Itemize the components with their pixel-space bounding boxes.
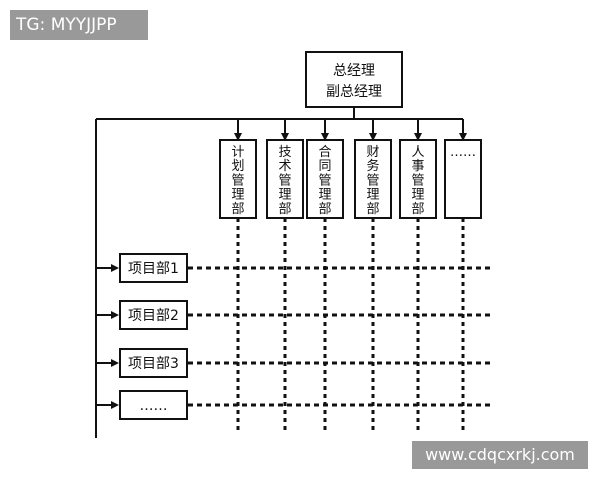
watermark-bottom: www.cdqcxrkj.com xyxy=(412,441,588,469)
project-box xyxy=(119,348,188,378)
top-box-frame xyxy=(305,51,403,108)
department-label-char: 部 xyxy=(366,202,379,217)
department-label-char: 技 xyxy=(278,145,291,160)
project-box xyxy=(119,253,188,283)
department-label-char: 术 xyxy=(278,159,291,174)
project-box xyxy=(119,300,188,330)
department-label: …… xyxy=(450,145,476,160)
department-label-char: 部 xyxy=(411,202,424,217)
department-label-char: 管 xyxy=(231,173,244,188)
department-box xyxy=(444,139,482,219)
department-label-char: 事 xyxy=(411,159,424,174)
department-label-char: 财 xyxy=(366,145,379,160)
top-box-line2: 副总经理 xyxy=(326,84,382,100)
department-label-char: 管 xyxy=(366,173,379,188)
connector-lines xyxy=(95,107,492,438)
department-label-char: 部 xyxy=(278,202,291,217)
department-box xyxy=(306,139,344,219)
department-label-char: 务 xyxy=(366,158,379,174)
department-box xyxy=(354,139,392,219)
department-box xyxy=(219,139,257,219)
project-label: 项目部1 xyxy=(128,261,179,277)
department-label-char: 理 xyxy=(318,188,331,203)
department-boxes: 计划管理部技术管理部合同管理部财务管理部人事管理部…… xyxy=(219,139,482,219)
watermark-top: TG: MYYJJPP xyxy=(10,10,148,40)
department-label-char: 计 xyxy=(231,145,244,160)
department-label-char: 划 xyxy=(231,159,244,174)
project-box xyxy=(119,390,188,420)
project-label: 项目部2 xyxy=(128,308,179,324)
department-label-char: 同 xyxy=(318,159,331,174)
department-label-char: 理 xyxy=(411,188,424,203)
department-box xyxy=(266,139,304,219)
department-label-char: 理 xyxy=(231,188,244,203)
department-label-char: 理 xyxy=(278,188,291,203)
department-label-char: 管 xyxy=(411,173,424,188)
department-label-char: 合 xyxy=(318,145,331,160)
department-label-char: 理 xyxy=(366,188,379,203)
top-box-line1: 总经理 xyxy=(333,63,375,79)
project-boxes: 项目部1 项目部2 项目部3 …… xyxy=(119,253,188,420)
department-label-char: 部 xyxy=(318,202,331,217)
project-label: …… xyxy=(140,398,168,414)
department-label-char: 部 xyxy=(231,202,244,217)
department-label-char: 人 xyxy=(411,145,424,160)
department-label-char: 管 xyxy=(318,173,331,188)
department-box xyxy=(399,139,437,219)
project-label: 项目部3 xyxy=(128,356,179,372)
department-label-char: 管 xyxy=(278,173,291,188)
